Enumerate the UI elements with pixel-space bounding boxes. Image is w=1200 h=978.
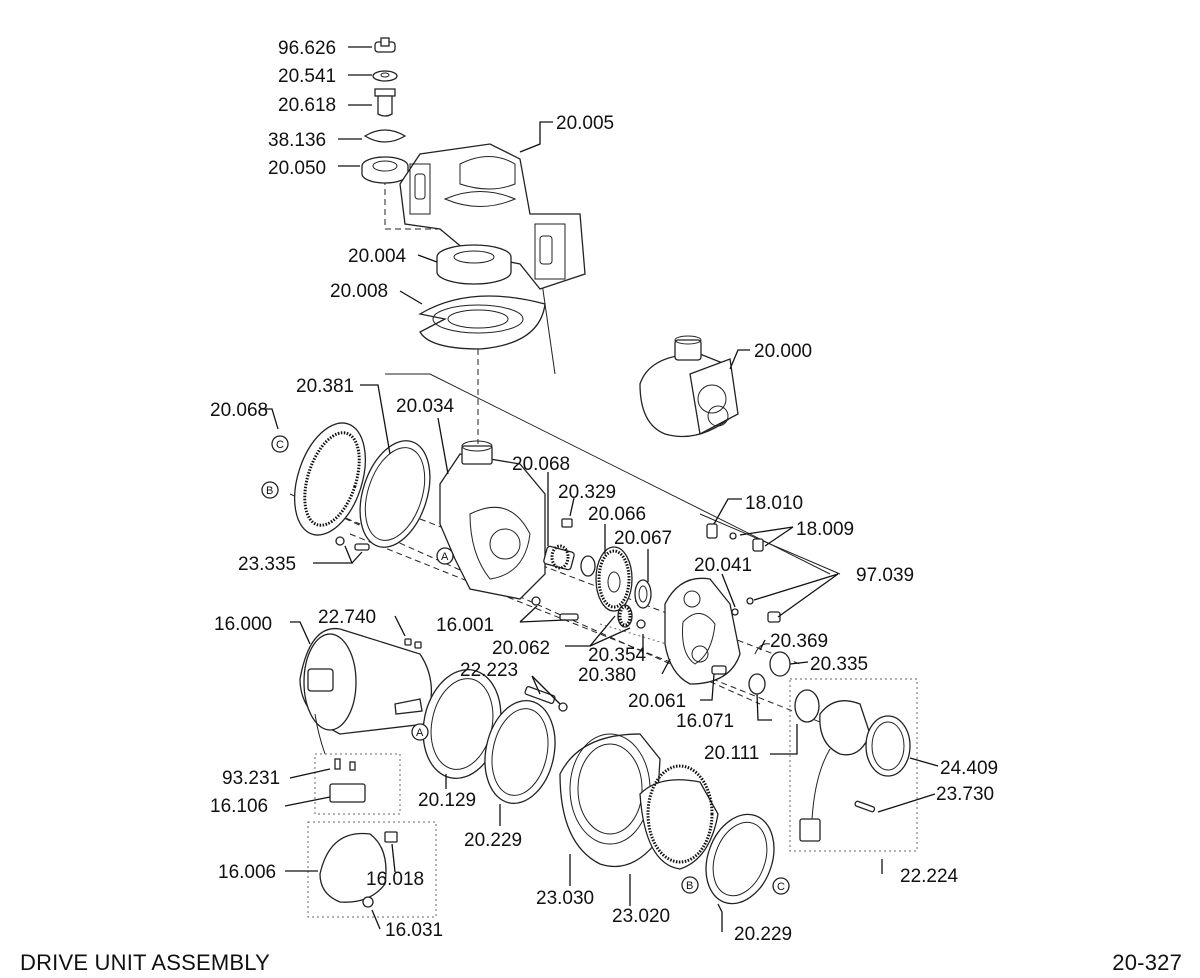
part-number-labels: 96.626 20.541 20.618 38.136 20.050 20.00…: [210, 38, 998, 945]
part-label: 18.010: [745, 493, 803, 514]
part-label: 97.039: [856, 565, 914, 586]
svg-text:B: B: [686, 880, 693, 892]
reference-markers: C B A A B C: [261, 435, 790, 895]
part-label: 20.000: [754, 341, 812, 362]
tire-23-020: [639, 764, 719, 870]
part-label: 16.006: [218, 862, 276, 883]
part-label: 22.223: [460, 660, 518, 681]
svg-text:C: C: [276, 439, 284, 451]
drive-unit-20-000: [639, 335, 739, 438]
reference-marker-b: B: [261, 481, 279, 499]
part-label: 20.041: [694, 555, 752, 576]
part-label: 23.730: [936, 784, 994, 805]
part-label: 18.009: [796, 519, 854, 540]
bolt-22-223: [524, 686, 568, 712]
reference-marker-a: A: [411, 723, 429, 741]
reference-marker-a: A: [436, 547, 454, 565]
part-label: 16.031: [385, 920, 443, 941]
seal-20-229-left: [484, 699, 556, 805]
spindle-hardware-stack: [361, 37, 409, 184]
svg-text:B: B: [266, 485, 273, 497]
part-label: 96.626: [278, 38, 336, 59]
part-label: 16.018: [366, 869, 424, 890]
bearing-and-plate: [418, 244, 546, 350]
encoder-kit-box: [789, 678, 918, 852]
part-label: 20.068: [512, 454, 570, 475]
part-label: 16.106: [210, 796, 268, 817]
part-label: 22.224: [900, 866, 959, 887]
center-gear-train: [543, 518, 652, 629]
part-label: 23.030: [536, 888, 594, 909]
part-label: 20.008: [330, 281, 388, 302]
drive-motor-16-000: [299, 627, 433, 755]
part-label: 20.067: [614, 528, 672, 549]
leader-lines: [260, 46, 939, 932]
left-fasteners: [335, 536, 579, 621]
part-label: 16.000: [214, 614, 272, 635]
page-number: 20-327: [1112, 950, 1182, 975]
part-label: 20.229: [464, 830, 522, 851]
part-label: 20.329: [558, 482, 616, 503]
mast-bracket-20-005: [399, 143, 586, 290]
part-label: 20.068: [210, 400, 268, 421]
part-label: 23.335: [238, 554, 296, 575]
part-label: 20.004: [348, 246, 407, 267]
part-label: 23.020: [612, 906, 670, 927]
part-label: 93.231: [222, 768, 280, 789]
gear-housing-20-034: [439, 440, 546, 600]
part-label: 20.061: [628, 691, 686, 712]
reference-marker-b: B: [681, 876, 699, 894]
part-label: 16.001: [436, 615, 494, 636]
part-label: 20.381: [296, 376, 354, 397]
part-label: 20.229: [734, 924, 792, 945]
part-label: 38.136: [268, 130, 326, 151]
part-label: 20.335: [810, 654, 868, 675]
reference-marker-c: C: [271, 435, 289, 453]
part-label: 20.380: [578, 665, 636, 686]
part-label: 20.111: [704, 743, 759, 764]
part-label: 20.354: [588, 645, 647, 666]
reference-marker-c: C: [772, 877, 790, 895]
svg-text:A: A: [441, 551, 449, 563]
part-label: 20.034: [396, 396, 455, 417]
part-label: 20.618: [278, 95, 336, 116]
part-label: 20.066: [588, 504, 646, 525]
cover-plate-20-380: [664, 523, 791, 695]
svg-text:A: A: [416, 727, 424, 739]
connector-kit-box: [314, 753, 401, 815]
wheel-23-030: [559, 733, 661, 868]
part-label: 16.071: [676, 711, 734, 732]
seal-20-229-right: [705, 813, 775, 905]
part-label: 20.005: [556, 113, 614, 134]
ring-gear-and-gasket: [294, 422, 431, 548]
svg-text:C: C: [777, 881, 785, 893]
diagram-title: DRIVE UNIT ASSEMBLY: [20, 950, 270, 975]
part-label: 20.369: [770, 631, 828, 652]
part-label: 24.409: [940, 758, 998, 779]
part-label: 20.062: [492, 638, 550, 659]
part-label: 20.541: [278, 66, 336, 87]
brake-kit-box: [307, 821, 437, 918]
part-label: 20.129: [418, 790, 476, 811]
part-label: 22.740: [318, 607, 376, 628]
part-label: 20.050: [268, 158, 326, 179]
